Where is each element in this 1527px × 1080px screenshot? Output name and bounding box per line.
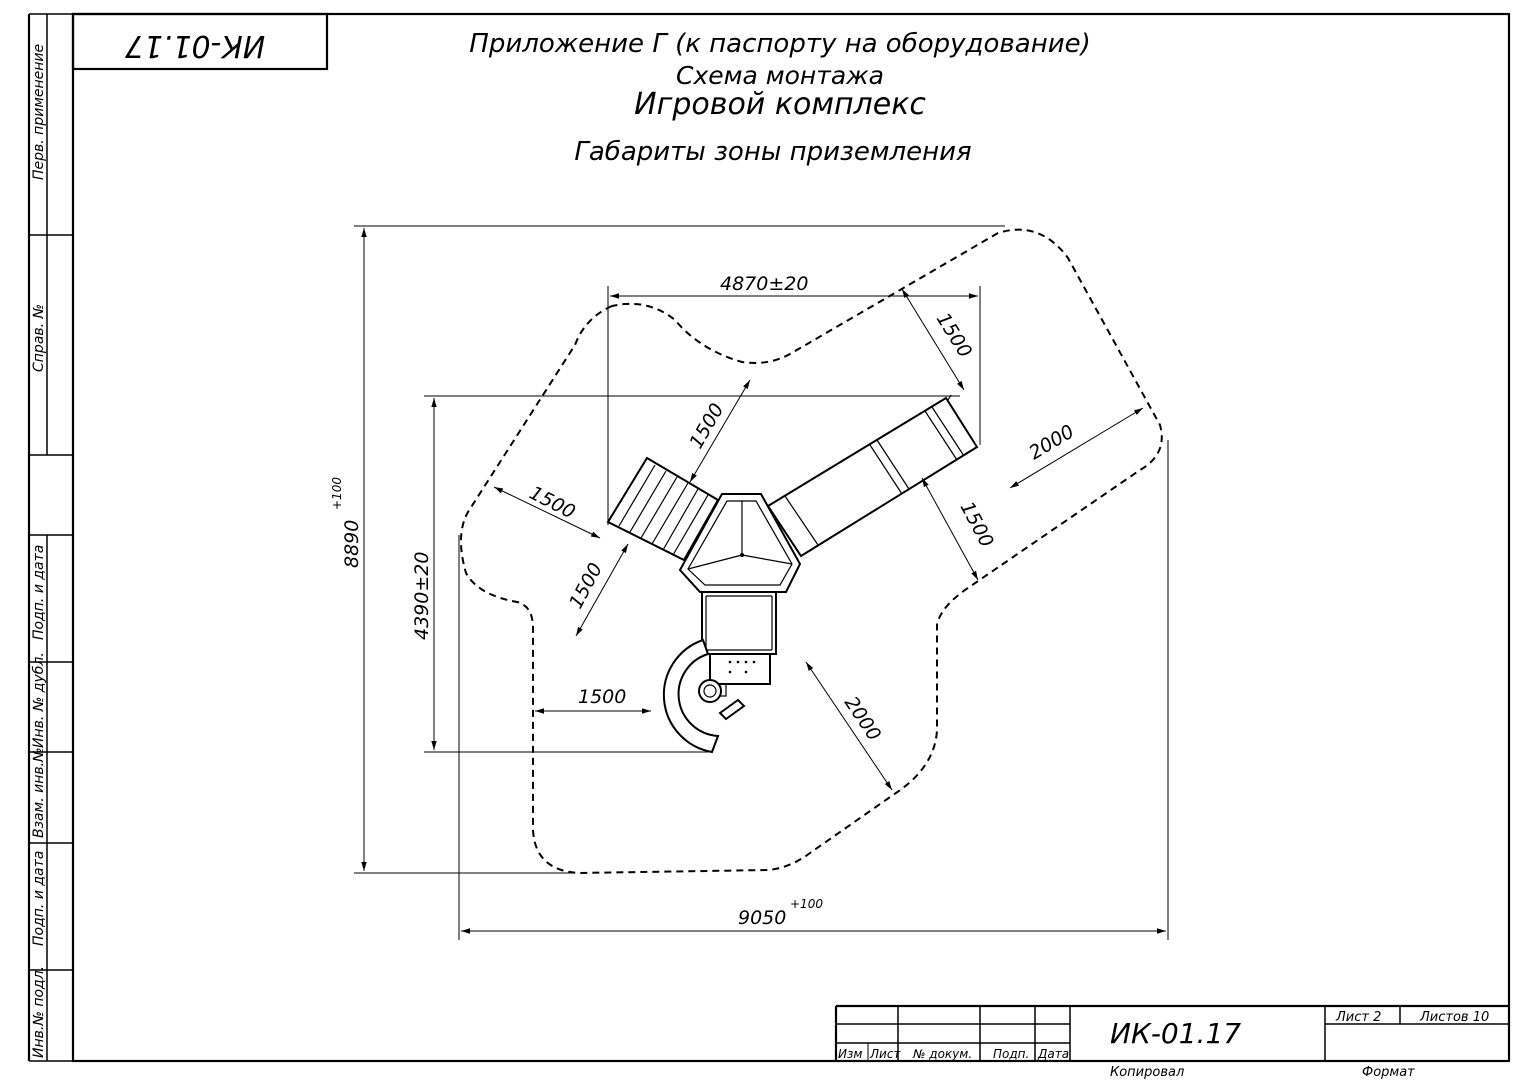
play-complex xyxy=(606,394,979,754)
dim-1500-b: 1500 xyxy=(685,400,728,453)
side-label-sprav-no: Справ. № xyxy=(31,304,47,372)
dim-overall-width-tol: +100 xyxy=(790,897,823,911)
title-line-2: Схема монтажа xyxy=(676,61,884,90)
side-stamp: Перв. применение Справ. № Подп. и дата И… xyxy=(31,44,47,1058)
side-label-vzam-inv: Взам. инв.№ xyxy=(31,747,47,838)
dim-1500-c: 1500 xyxy=(526,482,579,524)
stamp-format: Формат xyxy=(1362,1065,1415,1080)
dim-2000-b: 2000 xyxy=(840,692,885,744)
sheet-frame xyxy=(27,12,1511,1063)
dim-overall-height: 8890 xyxy=(341,520,363,568)
title-line-3: Игровой комплекс xyxy=(634,87,926,122)
side-label-podp-data-2: Подп. и дата xyxy=(31,851,47,946)
dim-overall-width: 9050 xyxy=(738,907,786,929)
stamp-podp: Подп. xyxy=(993,1047,1029,1061)
title-block-text: Приложение Г (к паспорту на оборудование… xyxy=(469,29,1090,167)
dim-mid-height: 4390±20 xyxy=(411,552,433,640)
dim-1500-f: 1500 xyxy=(578,686,626,708)
dim-2000-a: 2000 xyxy=(1025,421,1078,465)
stamp-data: Дата xyxy=(1037,1047,1069,1061)
dim-top-width: 4870±20 xyxy=(720,273,808,295)
side-label-inv-podl: Инв.№ подл. xyxy=(31,966,47,1058)
dim-1500-d: 1500 xyxy=(565,559,607,612)
lower-tower xyxy=(701,591,777,697)
stamp-izm: Изм xyxy=(838,1047,862,1061)
stamp-sheet: Лист 2 xyxy=(1335,1010,1381,1025)
side-label-podp-data-1: Подп. и дата xyxy=(31,545,47,640)
stamp-list: Лист xyxy=(869,1047,901,1061)
dim-1500-e: 1500 xyxy=(956,498,998,551)
dim-overall-height-tol: +100 xyxy=(330,477,344,510)
title-line-4: Габариты зоны приземления xyxy=(574,137,971,167)
dim-1500-a: 1500 xyxy=(932,309,976,362)
spiral-slide xyxy=(662,638,746,754)
title-line-1: Приложение Г (к паспорту на оборудование… xyxy=(469,29,1090,59)
side-label-inv-dubl: Инв. № дубл. xyxy=(31,652,47,748)
landing-zone-outline xyxy=(459,228,1163,874)
side-label-perv-primen: Перв. применение xyxy=(31,44,47,180)
stamp: Изм Лист № докум. Подп. Дата ИК-01.17 Ли… xyxy=(834,1004,1509,1080)
stamp-drawing-code: ИК-01.17 xyxy=(1110,1017,1241,1050)
slide-upper-right xyxy=(766,394,979,558)
stamp-no-dokum: № докум. xyxy=(912,1047,972,1061)
code-box: ИК-01.17 xyxy=(71,12,329,71)
stamp-kopiroval: Копировал xyxy=(1110,1065,1184,1080)
code-box-text: ИК-01.17 xyxy=(125,28,265,63)
central-platform xyxy=(678,493,802,593)
stamp-sheets: Листов 10 xyxy=(1419,1010,1489,1025)
